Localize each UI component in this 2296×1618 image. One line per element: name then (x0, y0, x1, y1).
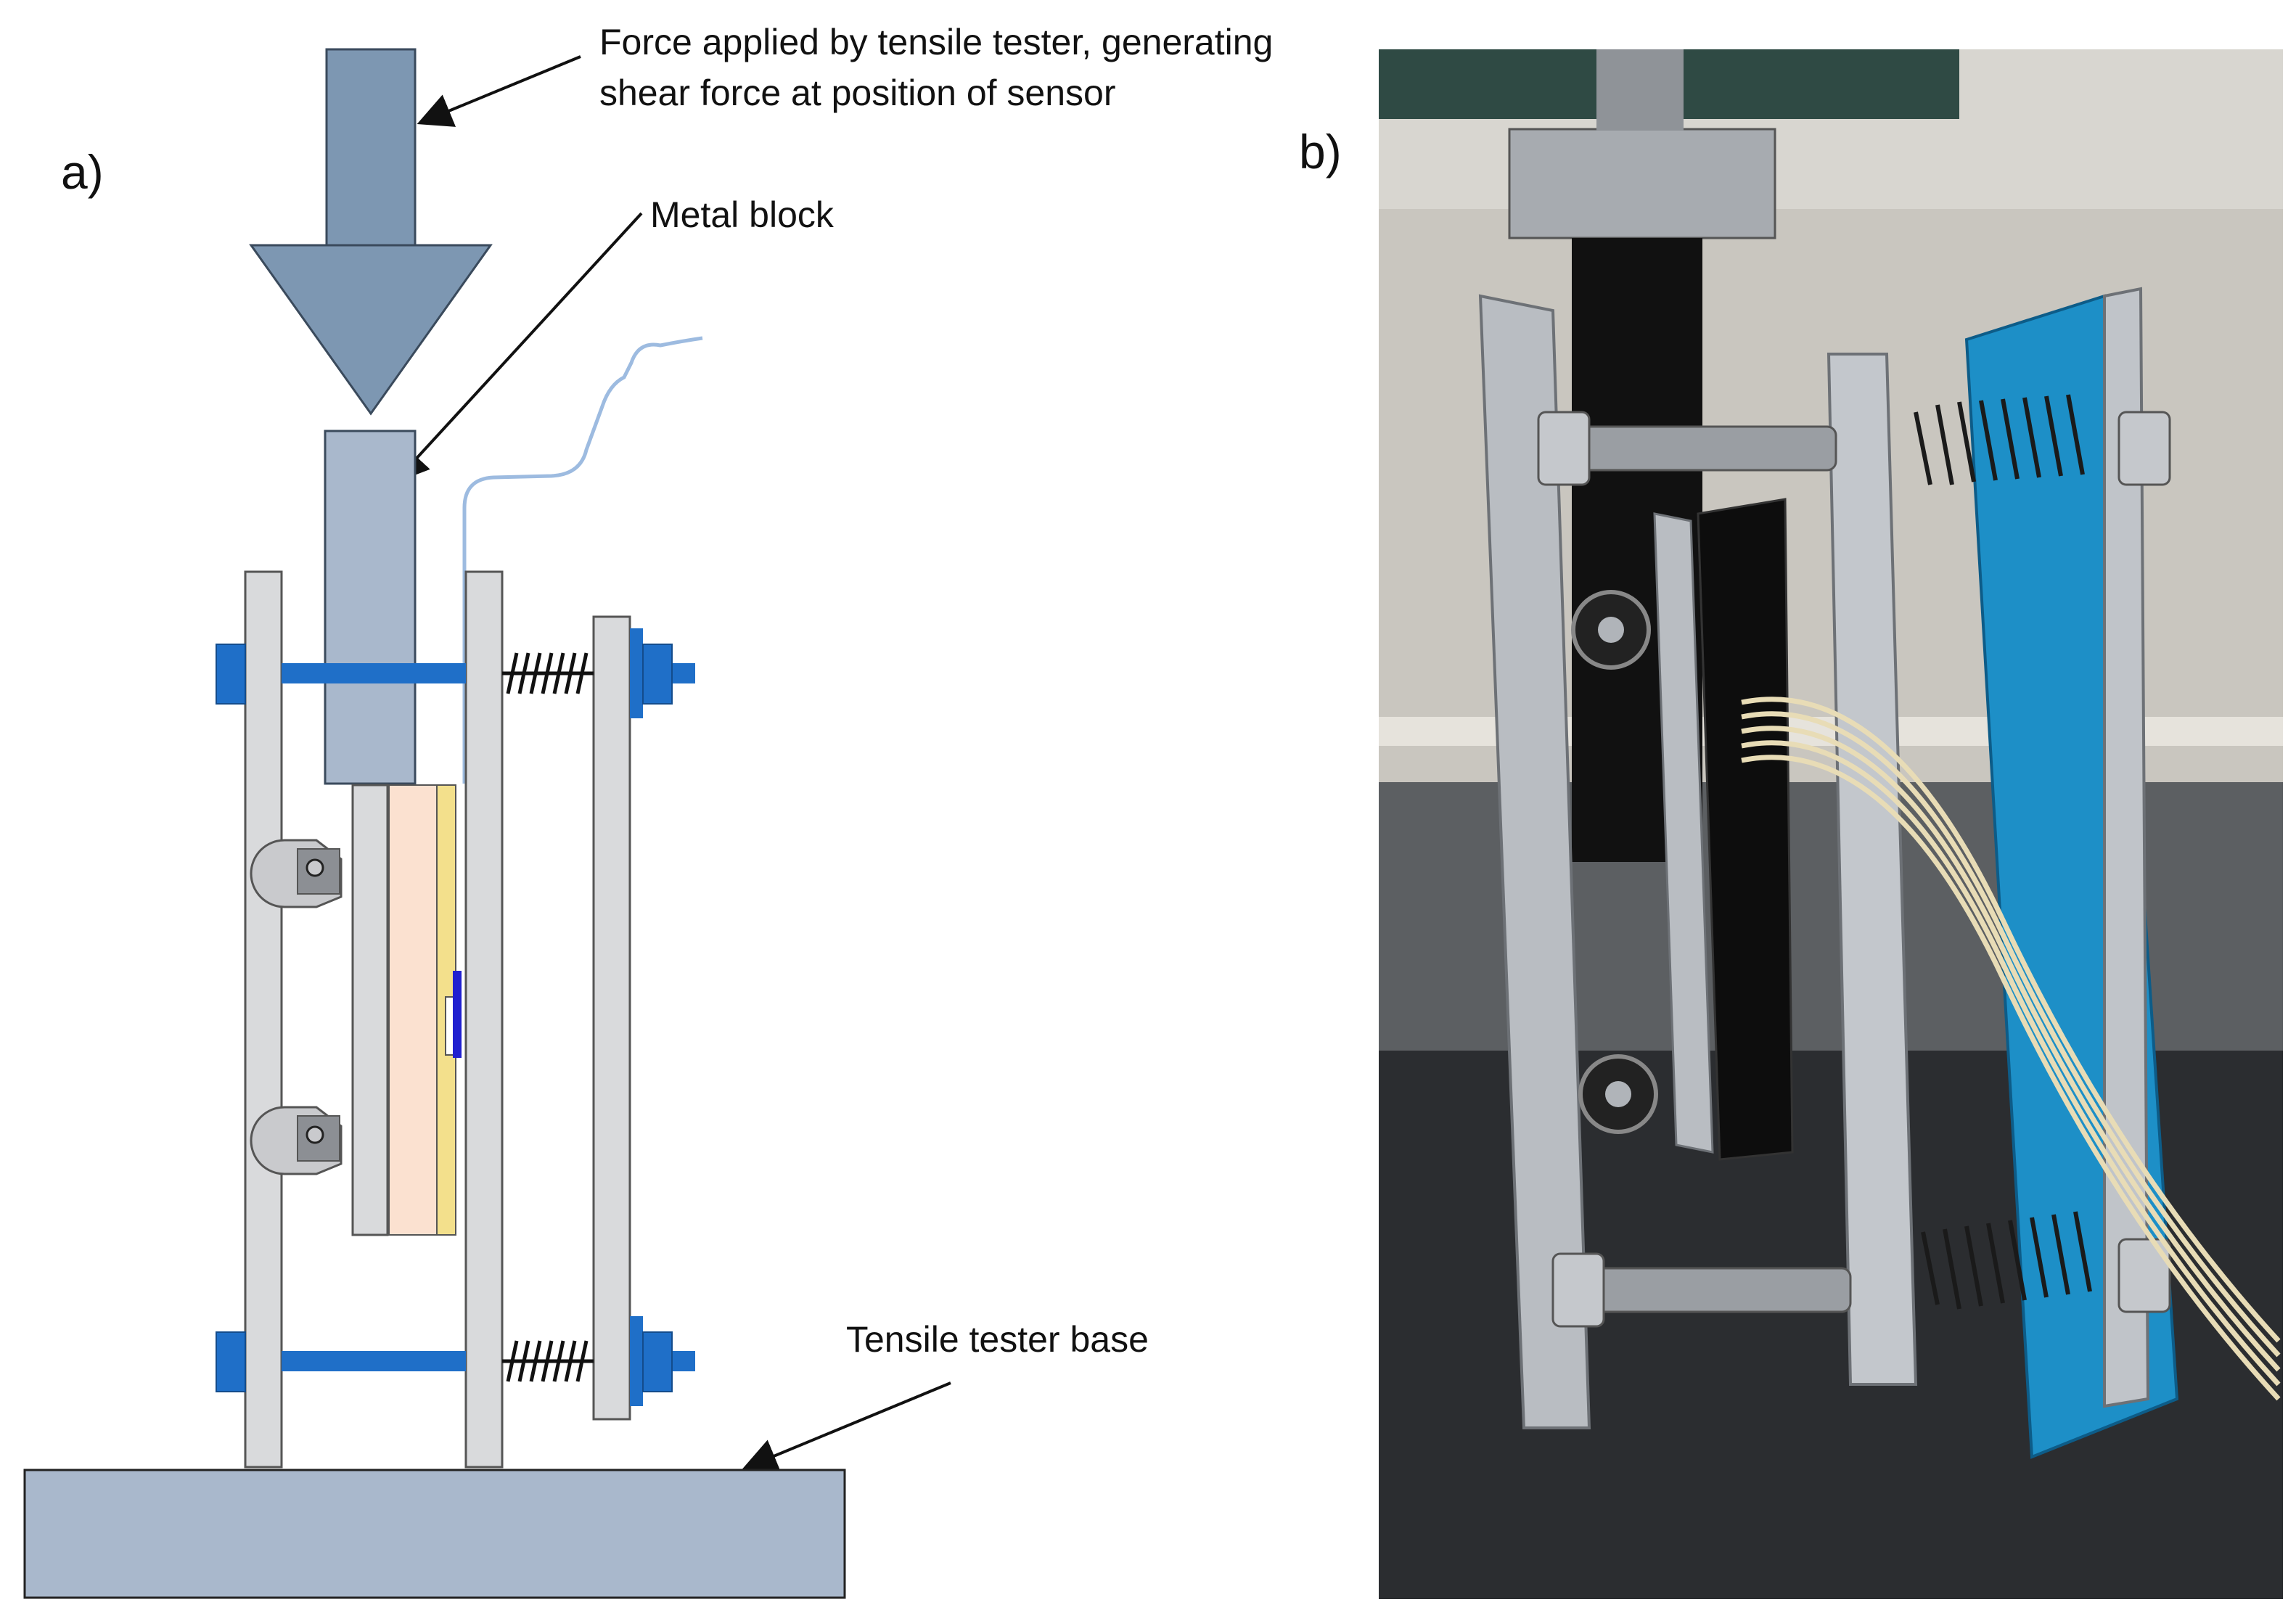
force-annotation-line2: shear force at position of sensor (599, 73, 1116, 113)
roller-bearing-icon (250, 1106, 343, 1175)
tester-base (23, 1469, 846, 1599)
left-plate (244, 570, 283, 1469)
sensor-stack (1697, 498, 1794, 1161)
roller-bearing-icon (1578, 1054, 1658, 1134)
metal-block-leader-line (393, 212, 643, 483)
inner-aluminium-plate (1653, 512, 1714, 1154)
roller-bearing-icon (250, 839, 343, 908)
spring-icon (1921, 1211, 2092, 1310)
inner-plate (351, 784, 389, 1236)
middle-aluminium-plate (1826, 353, 1918, 1386)
force-leader-line (417, 55, 581, 127)
sensor-ribbon-cable (1741, 697, 2281, 1401)
force-arrow-icon (249, 48, 493, 416)
middle-plate (464, 570, 504, 1469)
photo-panel (1379, 49, 2283, 1599)
spring-icon (1914, 394, 2085, 485)
spring-icon (502, 1340, 594, 1382)
bottom-bolt (1551, 1238, 2171, 1328)
crosshead-clamp (1508, 128, 1776, 239)
metal-block-annotation: Metal block (650, 194, 834, 235)
panel-a-label: a) (61, 145, 104, 199)
roller-bearing-icon (1571, 590, 1651, 670)
top-bolt (1537, 411, 2171, 486)
tester-base-annotation: Tensile tester base (846, 1319, 1149, 1360)
sensor-wire (462, 336, 703, 784)
bottom-bolt-assembly (216, 1316, 695, 1406)
schematic-diagram (23, 48, 951, 1599)
sensor-substrate (388, 784, 438, 1236)
panel-b-label: b) (1299, 125, 1342, 178)
clamp-jaw (1596, 49, 1684, 131)
force-annotation-line1: Force applied by tensile tester, generat… (599, 22, 1274, 62)
base-leader-line (742, 1381, 951, 1472)
left-aluminium-plate (1478, 294, 1591, 1429)
top-bolt-assembly (216, 628, 695, 718)
right-plate (592, 615, 631, 1421)
sensor (453, 971, 462, 1058)
spring-icon (502, 652, 594, 694)
metal-block (324, 430, 417, 785)
